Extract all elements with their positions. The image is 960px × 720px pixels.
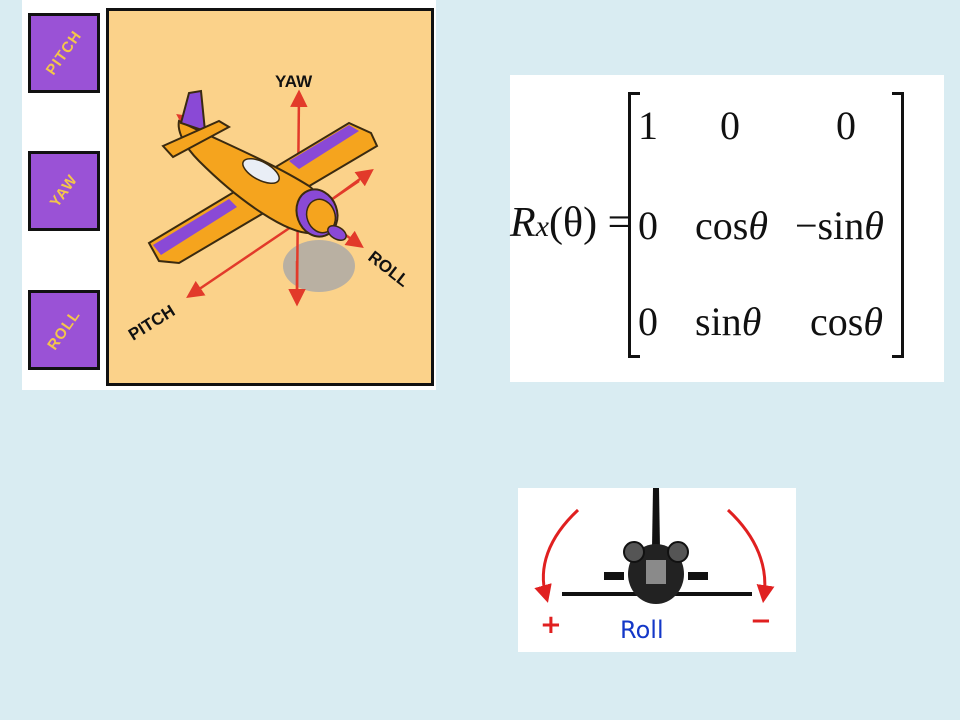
yaw-axis-label: YAW xyxy=(275,72,313,91)
matrix-argument: (θ) xyxy=(548,200,598,246)
matrix-cell-r1c2: 0 xyxy=(720,103,740,148)
shuttle-right-pod xyxy=(688,572,708,580)
matrix-cell-r3c1: 0 xyxy=(638,299,658,344)
matrix-cell-r1c3: 0 xyxy=(836,103,856,148)
roll-negative-arrow xyxy=(726,508,775,604)
yaw-button-label: YAW xyxy=(46,171,82,211)
shuttle-tail-fin xyxy=(652,488,660,548)
pitch-button[interactable]: PITCH xyxy=(28,13,100,93)
roll-minus-sign: − xyxy=(750,606,772,636)
rotation-matrix-panel: Rx(θ) = 1 0 0 0 cosθ −sinθ 0 sinθ cosθ xyxy=(510,75,944,382)
matrix-cell-r3c3-fn: cos xyxy=(810,299,864,344)
matrix-cell-r1c1: 1 xyxy=(638,103,658,148)
nose-cone xyxy=(305,198,337,234)
left-bracket xyxy=(628,92,640,358)
matrix-cell-r3c2-arg: θ xyxy=(741,299,762,344)
matrix-cell-r3c3-arg: θ xyxy=(863,299,883,344)
propeller-shadow xyxy=(283,240,355,292)
matrix-symbol: R xyxy=(510,200,536,246)
shuttle-engine-right xyxy=(667,541,689,563)
tail-fin xyxy=(179,89,207,133)
shuttle-engine-left xyxy=(623,541,645,563)
matrix-subscript: x xyxy=(535,210,549,243)
matrix-cell-r2c2-fn: cos xyxy=(695,203,749,248)
roll-label: Roll xyxy=(620,616,664,644)
roll-button[interactable]: ROLL xyxy=(28,290,100,370)
roll-positive-arrow xyxy=(534,508,580,603)
roll-diagram xyxy=(534,488,775,604)
shuttle-window xyxy=(646,560,666,584)
roll-panel: + − Roll xyxy=(518,488,796,652)
matrix-cell-r3c3: cosθ xyxy=(810,298,883,345)
pitch-button-label: PITCH xyxy=(42,27,86,79)
matrix-cell-r2c2-arg: θ xyxy=(748,203,768,248)
plane-drawing: YAW ROLL PITCH xyxy=(125,72,413,344)
matrix-cell-r2c1: 0 xyxy=(638,203,658,248)
matrix-cell-r3c2-fn: sin xyxy=(695,299,742,344)
yaw-button[interactable]: YAW xyxy=(28,151,100,231)
matrix-cell-r3c2: sinθ xyxy=(695,298,761,345)
matrix-cell-r2c3: −sinθ xyxy=(795,202,884,249)
matrix-cell-r2c3-arg: θ xyxy=(864,203,884,248)
plane-rotation-panel: PITCH YAW ROLL xyxy=(22,0,436,390)
equals-sign: = xyxy=(607,200,632,246)
propeller-hub xyxy=(327,225,347,241)
cockpit-window xyxy=(242,157,280,185)
right-bracket xyxy=(892,92,904,358)
matrix-lhs: Rx(θ) = xyxy=(510,199,631,247)
pitch-axis-label: PITCH xyxy=(125,301,178,344)
roll-axis-label: ROLL xyxy=(365,247,413,290)
plane-illustration: YAW ROLL PITCH xyxy=(106,8,434,386)
roll-button-label: ROLL xyxy=(44,306,84,354)
shuttle-left-pod xyxy=(604,572,624,580)
wing-stripe-left xyxy=(153,199,237,255)
matrix-cell-r2c2: cosθ xyxy=(695,202,768,249)
tail-stabilizer xyxy=(161,119,232,159)
roll-plus-sign: + xyxy=(540,610,562,640)
matrix-cell-r2c3-fn: −sin xyxy=(795,203,865,248)
wing-stripe-right xyxy=(289,125,359,169)
